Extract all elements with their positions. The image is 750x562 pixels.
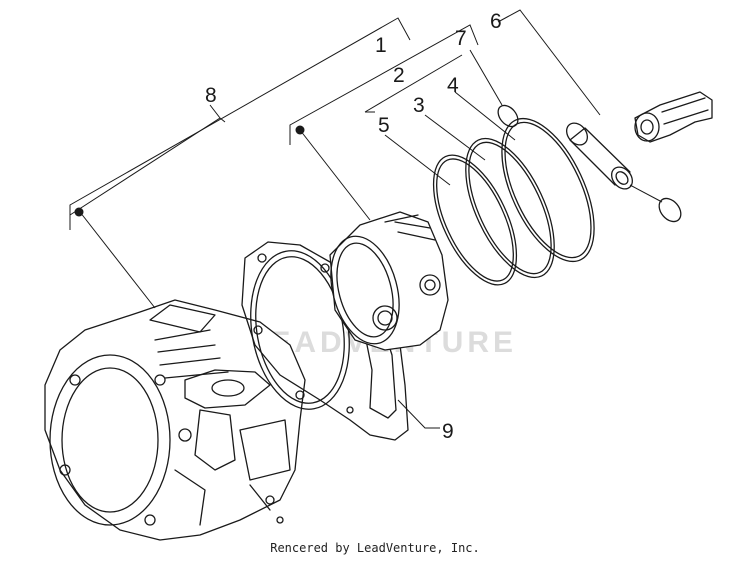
- callout-9: 9: [442, 420, 454, 443]
- callout-7: 7: [455, 27, 467, 50]
- dot-marker-8: [74, 207, 84, 217]
- callout-4: 4: [447, 74, 459, 97]
- piston: [329, 211, 449, 351]
- piston-rings: [432, 117, 595, 286]
- callout-2: 2: [393, 64, 405, 87]
- circlips: [497, 104, 682, 223]
- cylinder-block: [44, 299, 306, 541]
- ring-5: [432, 154, 518, 286]
- callout-1: 1: [375, 34, 387, 57]
- ring-3: [465, 137, 555, 279]
- ring-4: [501, 117, 595, 263]
- callout-3: 3: [413, 94, 425, 117]
- callout-6: 6: [490, 10, 502, 33]
- callout-8: 8: [205, 84, 217, 107]
- credit-footer: Rencered by LeadVenture, Inc.: [270, 541, 480, 555]
- piston-pin: [566, 122, 633, 190]
- callout-5: 5: [378, 114, 390, 137]
- dot-marker-2: [295, 125, 305, 135]
- connecting-rod: [634, 91, 713, 143]
- leader-lines: [69, 9, 663, 429]
